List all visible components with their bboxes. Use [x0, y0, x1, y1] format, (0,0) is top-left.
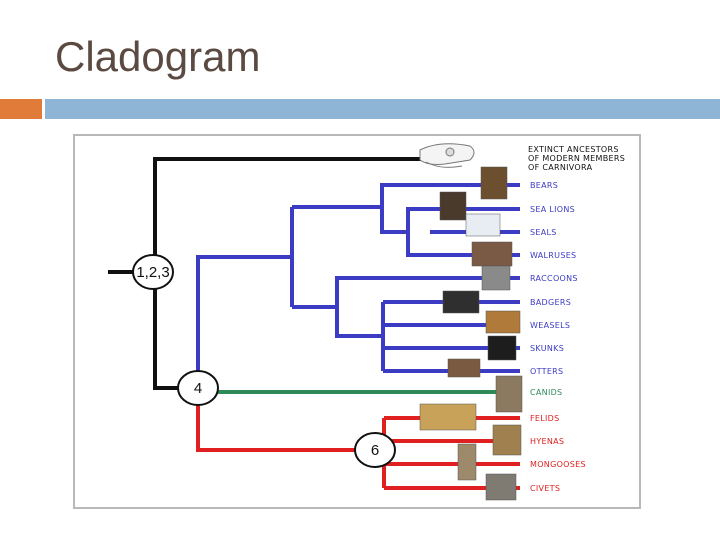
node-123-label: 1,2,3	[136, 264, 169, 281]
taxon-label-seals: SEALS	[530, 228, 557, 237]
node-4: 4	[177, 370, 219, 406]
node-123: 1,2,3	[132, 254, 174, 290]
skunk-photo-icon	[487, 335, 517, 361]
ancestor-label: EXTINCT ANCESTORS OF MODERN MEMBERS OF C…	[528, 145, 625, 172]
ancestor-label-line-2: OF MODERN MEMBERS	[528, 154, 625, 163]
taxon-label-canids: CANIDS	[530, 388, 562, 397]
node-4-label: 4	[194, 380, 202, 397]
otter-photo-icon	[447, 358, 481, 378]
hyena-photo-icon	[492, 424, 522, 456]
node-6: 6	[354, 432, 396, 468]
blue-stem	[196, 255, 292, 372]
pinniped-clade	[380, 207, 408, 234]
slide-title: Cladogram	[55, 33, 261, 80]
weasel-photo-icon	[485, 310, 521, 334]
badger-photo-icon	[442, 290, 480, 314]
ancestor-branch	[153, 157, 422, 274]
canid-photo-icon	[495, 375, 523, 413]
taxon-label-felids: FELIDS	[530, 414, 560, 423]
node-6-label: 6	[371, 442, 379, 459]
node-123-to-node-4	[153, 270, 182, 390]
taxon-label-civets: CIVETS	[530, 484, 560, 493]
civet-photo-icon	[485, 473, 517, 501]
taxon-label-bears: BEARS	[530, 181, 558, 190]
taxon-labels: BEARS SEA LIONS SEALS WALRUSES RACCOONS …	[530, 181, 586, 493]
walrus-photo-icon	[471, 241, 513, 267]
title-accent-bar-orange	[0, 99, 42, 119]
title-accent-bar-blue	[45, 99, 720, 119]
taxon-label-mongooses: MONGOOSES	[530, 460, 586, 469]
seal-photo-icon	[465, 213, 501, 237]
raccoon-photo-icon	[481, 265, 511, 291]
taxon-label-badgers: BADGERS	[530, 298, 571, 307]
ancestor-label-line-1: EXTINCT ANCESTORS	[528, 145, 619, 154]
taxon-label-sea-lions: SEA LIONS	[530, 205, 575, 214]
taxon-label-hyenas: HYENAS	[530, 437, 564, 446]
pinniped-bear-clade	[292, 183, 520, 209]
mustelid-clade	[335, 307, 383, 338]
lion-photo-icon	[419, 403, 477, 431]
animal-photos	[419, 166, 523, 501]
black-lineage	[108, 157, 422, 390]
taxon-label-walruses: WALRUSES	[530, 251, 576, 260]
taxon-label-weasels: WEASELS	[530, 321, 570, 330]
ancestor-label-line-3: OF CARNIVORA	[528, 163, 593, 172]
bear-photo-icon	[480, 166, 508, 200]
taxon-label-skunks: SKUNKS	[530, 344, 564, 353]
musteloid-clade	[292, 276, 520, 309]
ancestor-skull-icon	[419, 143, 475, 168]
sea-lion-photo-icon	[439, 191, 467, 221]
taxon-label-raccoons: RACCOONS	[530, 274, 578, 283]
feliform-stem	[196, 404, 357, 452]
taxon-label-otters: OTTERS	[530, 367, 563, 376]
blue-lineage	[196, 183, 520, 373]
mongoose-photo-icon	[457, 443, 477, 481]
